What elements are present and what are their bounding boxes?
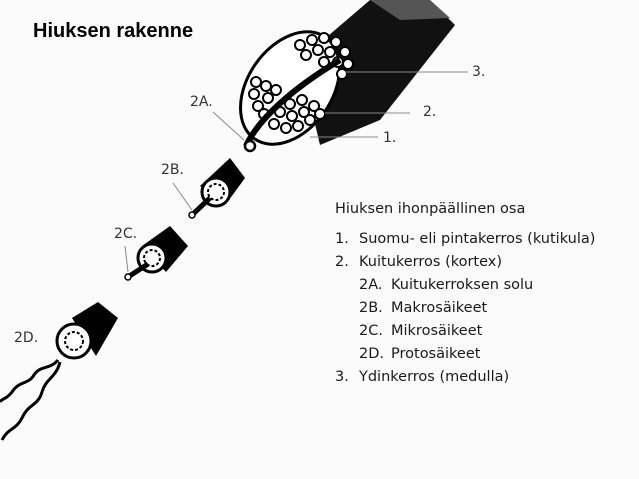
protofibril-illustration: [0, 302, 118, 441]
legend-item: 2A.Kuitukerroksen solu: [359, 277, 534, 293]
label-1: 1.: [383, 130, 397, 146]
legend-item: 3.Ydinkerros (medulla): [335, 369, 510, 385]
legend-item: 1.Suomu- eli pintakerros (kutikula): [335, 231, 596, 247]
legend-item: 2B.Makrosäikeet: [359, 300, 488, 316]
hair-shaft-cross-section: [239, 0, 455, 153]
label-3: 3.: [472, 64, 486, 80]
legend-heading: Hiuksen ihonpäällinen osa: [335, 201, 526, 217]
legend-item: 2D.Protosäikeet: [359, 346, 481, 362]
legend-item: 2.Kuitukerros (kortex): [335, 254, 503, 270]
legend-item: 2C.Mikrosäikeet: [359, 323, 483, 339]
macrofibril-illustration: [188, 158, 245, 219]
microfibril-illustration: [124, 226, 188, 281]
label-2a: 2A.: [190, 94, 213, 110]
label-2d: 2D.: [14, 330, 39, 346]
legend: Hiuksen ihonpäällinen osa 1.Suomu- eli p…: [335, 201, 595, 389]
page-title: Hiuksen rakenne: [33, 20, 194, 42]
label-2: 2.: [423, 104, 437, 120]
label-2c: 2C.: [114, 226, 138, 242]
label-2b: 2B.: [161, 162, 184, 178]
